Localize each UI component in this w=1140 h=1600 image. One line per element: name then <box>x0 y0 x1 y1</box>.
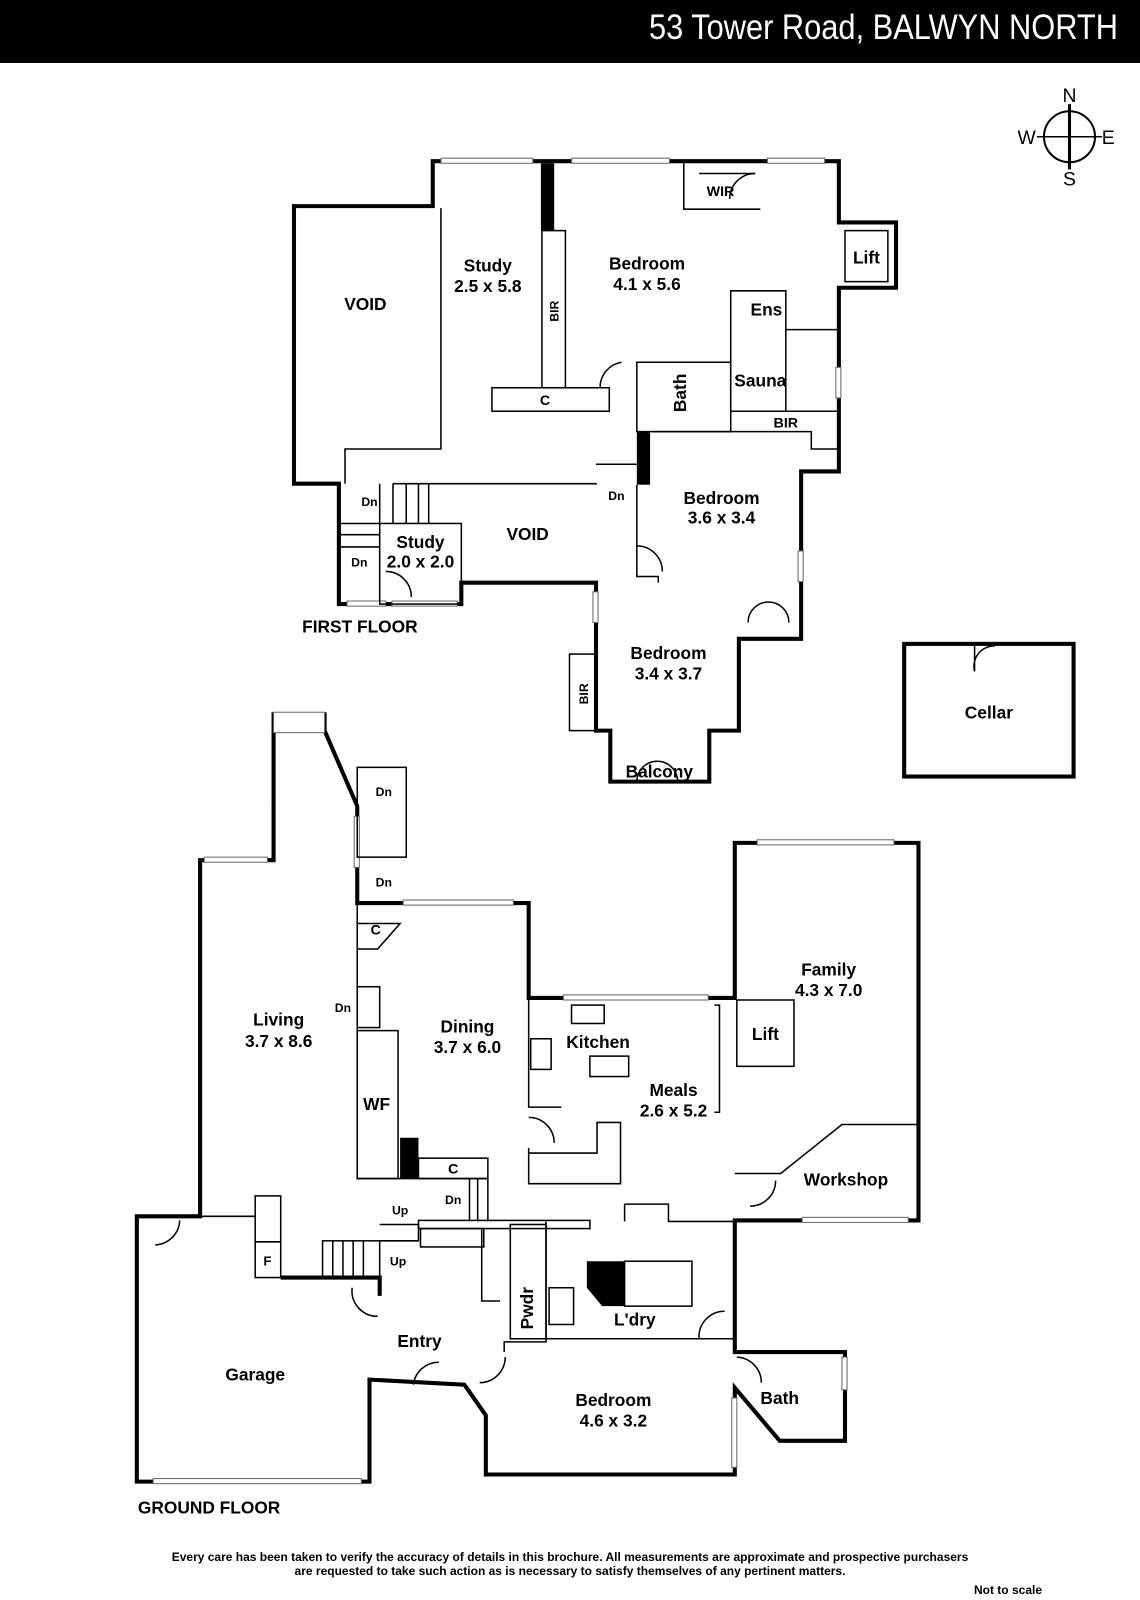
room-cupboard: C <box>540 393 550 409</box>
property-address: 53 Tower Road, BALWYN NORTH <box>648 8 1118 47</box>
room-wir: WIR <box>707 184 735 200</box>
room-study-size: 2.0 x 2.0 <box>387 551 454 571</box>
room-meals: Meals <box>649 1080 697 1100</box>
room-void: VOID <box>506 524 548 544</box>
room-wood-fire: WF <box>363 1094 390 1114</box>
header-bar: 53 Tower Road, BALWYN NORTH <box>0 0 1140 63</box>
room-bedroom: Bedroom <box>575 1390 651 1410</box>
compass-south: S <box>1063 169 1076 191</box>
room-bath: Bath <box>670 374 690 413</box>
ground-floor-label: GROUND FLOOR <box>138 1497 281 1517</box>
cellar-plan: Cellar <box>902 641 1076 779</box>
compass-west: W <box>1017 127 1036 149</box>
room-lift: Lift <box>853 247 880 267</box>
room-cupboard: C <box>370 923 380 939</box>
first-floor-label: FIRST FLOOR <box>302 617 418 637</box>
compass-icon: N S E W <box>1017 85 1114 191</box>
room-study: Study <box>396 532 444 552</box>
room-garage: Garage <box>225 1365 285 1385</box>
room-laundry: L'dry <box>614 1310 656 1330</box>
room-study-size: 2.5 x 5.8 <box>454 276 522 296</box>
room-powder: Pwdr <box>517 1287 537 1330</box>
compass-north: N <box>1062 85 1076 107</box>
room-living-size: 3.7 x 8.6 <box>245 1031 313 1051</box>
room-bir: BIR <box>547 301 561 322</box>
stairs-down-label: Dn <box>361 495 377 509</box>
ground-floor-plan: Up Up Dn Dn Dn Dn Living 3.7 x 8.6 Dinin… <box>134 711 921 1517</box>
room-dining: Dining <box>440 1017 494 1037</box>
room-living: Living <box>253 1010 304 1030</box>
stairs-up-label: Up <box>392 1203 408 1217</box>
room-bedroom: Bedroom <box>630 643 706 663</box>
scale-note: Not to scale <box>973 1583 1042 1597</box>
room-meals-size: 2.6 x 5.2 <box>640 1100 707 1120</box>
room-family: Family <box>801 960 856 980</box>
first-floor-plan: Dn Dn Dn VOID Study 2.5 x 5.8 Bedroom 4.… <box>291 157 899 784</box>
stairs-up-label: Up <box>390 1254 406 1268</box>
room-bir: BIR <box>577 683 591 704</box>
room-bedroom: Bedroom <box>683 488 759 508</box>
disclaimer-line-1: Every care has been taken to verify the … <box>171 1550 969 1564</box>
stairs-down-label: Dn <box>608 489 624 503</box>
room-bir: BIR <box>774 416 799 432</box>
disclaimer-line-2: are requested to take such action as is … <box>294 1564 846 1578</box>
room-bedroom-size: 3.6 x 3.4 <box>688 507 756 527</box>
compass-east: E <box>1102 127 1115 149</box>
room-bedroom-size: 4.6 x 3.2 <box>580 1411 647 1431</box>
room-void: VOID <box>344 294 386 314</box>
room-cellar: Cellar <box>965 702 1013 722</box>
room-ensuite: Ens <box>751 299 783 319</box>
stairs-down-label: Dn <box>351 555 367 569</box>
room-balcony: Balcony <box>626 762 694 782</box>
stairs-down-label: Dn <box>376 876 392 890</box>
room-family-size: 4.3 x 7.0 <box>795 980 862 1000</box>
room-lift: Lift <box>752 1024 779 1044</box>
room-bedroom: Bedroom <box>609 253 685 273</box>
stairs-down-label: Dn <box>335 1001 351 1015</box>
room-bedroom-size: 4.1 x 5.6 <box>613 274 681 294</box>
stairs-down-label: Dn <box>376 785 392 799</box>
disclaimer: Every care has been taken to verify the … <box>0 1550 1140 1578</box>
room-dining-size: 3.7 x 6.0 <box>434 1037 501 1057</box>
room-entry: Entry <box>397 1331 442 1351</box>
room-bath: Bath <box>760 1388 799 1408</box>
room-fridge: F <box>263 1253 271 1268</box>
stairs-down-label: Dn <box>445 1193 461 1207</box>
room-kitchen: Kitchen <box>566 1032 630 1052</box>
room-workshop: Workshop <box>804 1170 888 1190</box>
room-study: Study <box>464 255 512 275</box>
room-bedroom-size: 3.4 x 3.7 <box>635 664 702 684</box>
room-cupboard: C <box>448 1161 458 1177</box>
room-sauna: Sauna <box>734 371 786 391</box>
